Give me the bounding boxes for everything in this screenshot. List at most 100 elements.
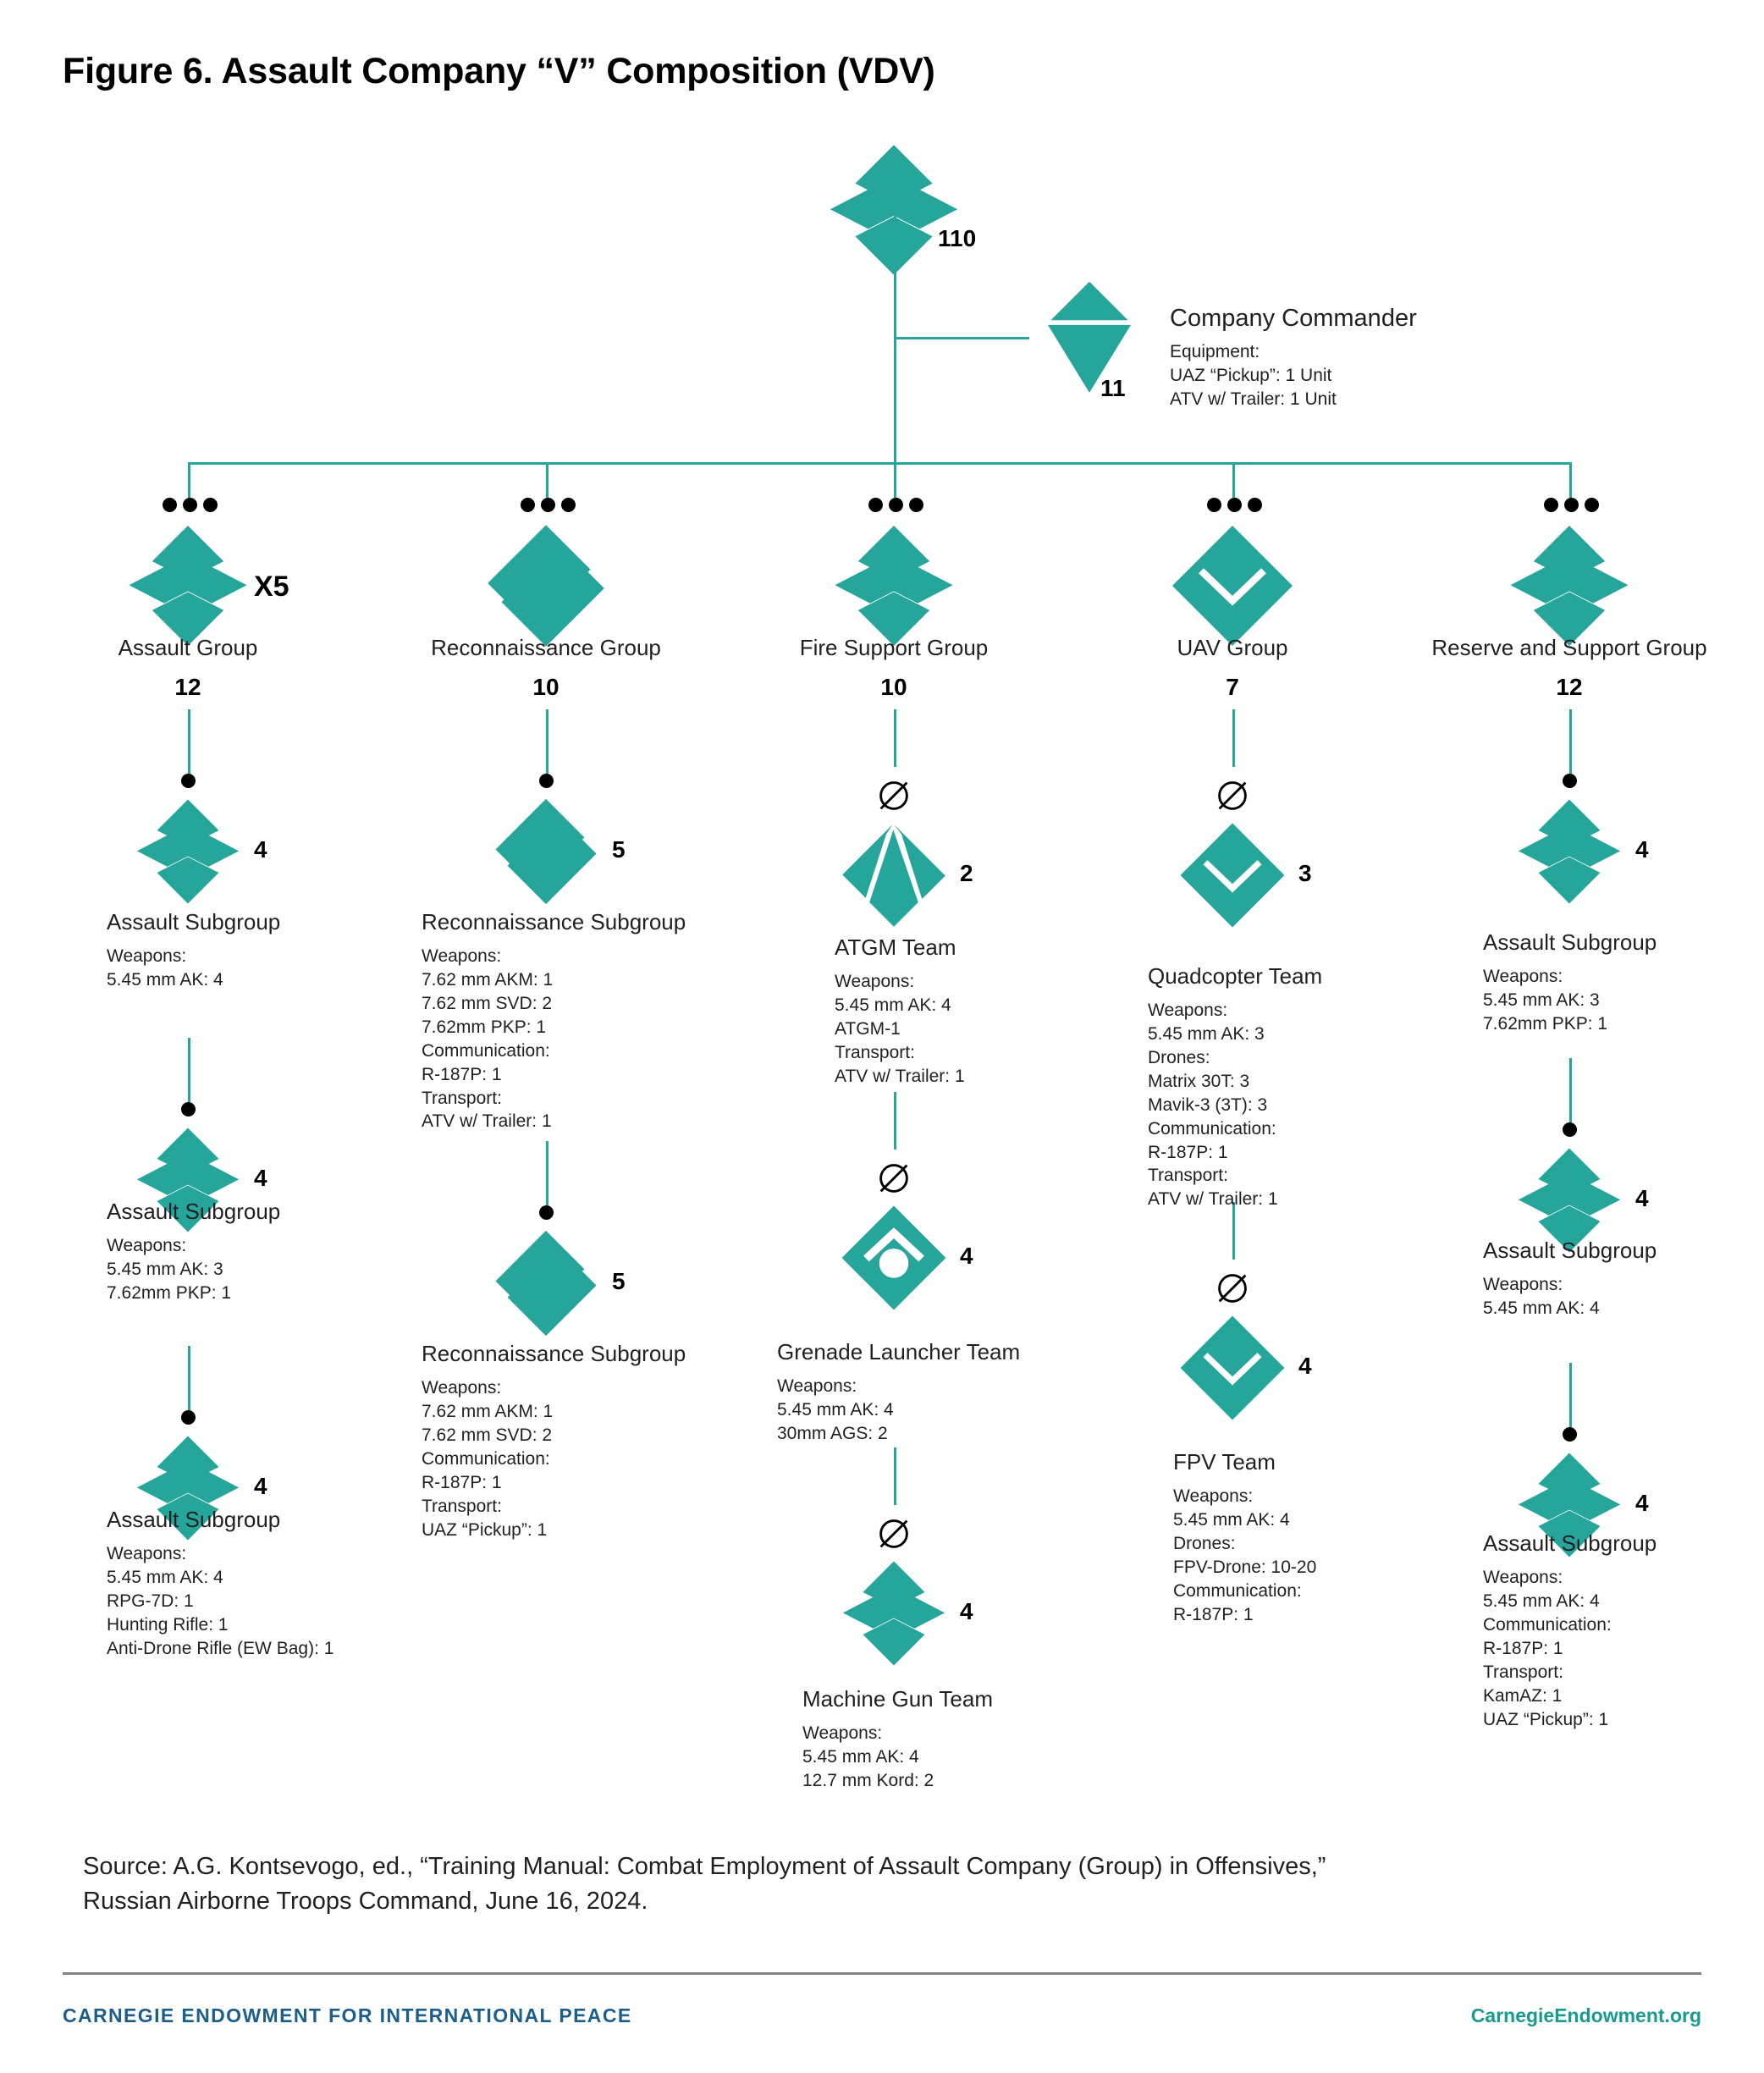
node-symbol-machine-gun-team[interactable] (840, 1559, 948, 1668)
node-details-assault-subgroup-2: Weapons: 5.45 mm AK: 3 7.62mm PKP: 1 (107, 1236, 232, 1303)
node-symbol-fpv-team[interactable] (1178, 1314, 1287, 1422)
group-strength-reserve-support: 12 (1556, 674, 1583, 700)
group-symbol-reserve-support[interactable] (1507, 523, 1632, 648)
uav-chevron-diamond-icon (1180, 1315, 1285, 1420)
node-symbol-quadcopter-team[interactable] (1178, 821, 1287, 929)
node-details-assault-subgroup-3: Weapons: 5.45 mm AK: 4 RPG-7D: 1 Hunting… (107, 1544, 334, 1658)
atgm-arrow-diamond-icon (842, 824, 945, 927)
node-details-grenade-launcher-team: Weapons: 5.45 mm AK: 4 30mm AGS: 2 (777, 1376, 894, 1443)
commander-details: Equipment: UAZ “Pickup”: 1 Unit ATV w/ T… (1170, 342, 1337, 409)
node-details-recon-subgroup-1: Weapons: 7.62 mm AKM: 1 7.62 mm SVD: 2 7… (422, 946, 554, 1132)
connector-col2-1 (546, 709, 548, 774)
group-strength-assault: 12 (174, 674, 201, 700)
node-symbol-recon-subgroup-2[interactable] (492, 1229, 600, 1337)
connector-col1-3 (188, 1346, 190, 1410)
echelon-dot-squad (1563, 1122, 1577, 1137)
node-strength-assault-subgroup-1: 4 (254, 836, 267, 863)
commander-symbol[interactable] (1031, 279, 1148, 396)
x-cross-diamond-icon (1518, 1453, 1621, 1558)
node-details-quadcopter-team: Weapons: 5.45 mm AK: 3 Drones: Matrix 30… (1148, 1001, 1278, 1210)
node-title-reserve-subgroup-2: Assault Subgroup (1483, 1238, 1657, 1263)
node-symbol-atgm-team[interactable] (840, 821, 948, 929)
recon-slash-diamond-icon (495, 798, 597, 905)
x-cross-diamond-icon (136, 1127, 240, 1232)
node-details-reserve-subgroup-2: Weapons: 5.45 mm AK: 4 (1483, 1275, 1600, 1318)
group-symbol-fire-support[interactable] (831, 523, 956, 648)
x-cross-diamond-icon (129, 525, 247, 647)
commander-title: Company Commander (1170, 305, 1417, 332)
node-strength-reserve-subgroup-3: 4 (1635, 1490, 1649, 1516)
connector-drop-col2 (546, 462, 548, 498)
node-title-recon-subgroup-1: Reconnaissance Subgroup (422, 909, 686, 935)
node-details-machine-gun-team: Weapons: 5.45 mm AK: 4 12.7 mm Kord: 2 (802, 1723, 934, 1790)
group-strength-fire-support: 10 (880, 674, 907, 700)
node-strength-atgm-team: 2 (960, 860, 973, 886)
node-strength-reserve-subgroup-1: 4 (1635, 836, 1649, 863)
node-strength-recon-subgroup-2: 5 (612, 1268, 626, 1294)
connector-col5-3 (1569, 1363, 1572, 1427)
echelon-dot-squad (1563, 774, 1577, 788)
group-title-assault: Assault Group (118, 635, 258, 660)
x-cross-diamond-icon (136, 1436, 240, 1541)
node-details-reserve-subgroup-3: Weapons: 5.45 mm AK: 4 Communication: R-… (1483, 1568, 1612, 1729)
echelon-dot-squad (539, 774, 554, 788)
node-title-assault-subgroup-1: Assault Subgroup (107, 909, 281, 935)
node-title-machine-gun-team: Machine Gun Team (802, 1686, 993, 1712)
node-details-reserve-subgroup-1: Weapons: 5.45 mm AK: 3 7.62mm PKP: 1 (1483, 967, 1608, 1034)
connector-col5-2 (1569, 1058, 1572, 1122)
node-title-assault-subgroup-3: Assault Subgroup (107, 1507, 281, 1532)
node-symbol-assault-subgroup-3[interactable] (134, 1434, 242, 1542)
x-cross-diamond-icon (835, 525, 953, 647)
source-note: Source: A.G. Kontsevogo, ed., “Training … (83, 1853, 1326, 1916)
null-mark-icon (1214, 777, 1251, 814)
node-strength-assault-subgroup-3: 4 (254, 1473, 267, 1499)
hq-bar-diamond-icon (1048, 281, 1131, 393)
echelon-dots-platoon (868, 498, 923, 512)
node-title-atgm-team: ATGM Team (835, 935, 956, 960)
node-symbol-reserve-subgroup-1[interactable] (1515, 797, 1623, 906)
website-link[interactable]: CarnegieEndowment.org (1470, 2004, 1701, 2026)
connector-commander-branch (894, 337, 1029, 339)
null-mark-icon (875, 1515, 912, 1552)
group-symbol-assault[interactable] (125, 523, 251, 648)
group-strength-uav: 7 (1226, 674, 1239, 700)
echelon-dot-squad (181, 1410, 196, 1425)
node-symbol-grenade-launcher-team[interactable] (840, 1204, 948, 1312)
uav-chevron-diamond-icon (1171, 525, 1293, 647)
node-symbol-assault-subgroup-2[interactable] (134, 1126, 242, 1234)
node-symbol-reserve-subgroup-3[interactable] (1515, 1451, 1623, 1559)
echelon-dot-squad (1563, 1427, 1577, 1442)
echelon-dots-platoon (1207, 498, 1262, 512)
connector-col3-2 (894, 1092, 896, 1150)
node-title-fpv-team: FPV Team (1173, 1449, 1276, 1475)
node-symbol-reserve-subgroup-2[interactable] (1515, 1146, 1623, 1254)
node-details-recon-subgroup-2: Weapons: 7.62 mm AKM: 1 7.62 mm SVD: 2 C… (422, 1378, 554, 1540)
commander-strength: 11 (1100, 375, 1126, 401)
connector-col5-1 (1569, 709, 1572, 774)
connector-col3-3 (894, 1447, 896, 1505)
connector-drop-col3 (894, 462, 896, 498)
node-symbol-recon-subgroup-1[interactable] (492, 797, 600, 906)
grenade-launcher-diamond-icon (841, 1205, 946, 1310)
connector-col3-1 (894, 709, 896, 767)
null-mark-icon (875, 1160, 912, 1197)
node-title-reserve-subgroup-1: Assault Subgroup (1483, 929, 1657, 955)
root-strength: 110 (938, 225, 977, 251)
group-symbol-reconnaissance[interactable] (483, 523, 609, 648)
root-company-symbol[interactable] (826, 142, 962, 278)
organization-name: CARNEGIE ENDOWMENT FOR INTERNATIONAL PEA… (63, 2004, 632, 2026)
node-symbol-assault-subgroup-1[interactable] (134, 797, 242, 906)
x-cross-diamond-icon (842, 1561, 945, 1666)
node-title-reserve-subgroup-3: Assault Subgroup (1483, 1530, 1657, 1556)
recon-slash-diamond-icon (495, 1230, 597, 1337)
connector-col4-2 (1232, 1202, 1235, 1260)
null-mark-icon (875, 777, 912, 814)
group-title-fire-support: Fire Support Group (799, 635, 989, 660)
company-x-diamond-icon (830, 145, 958, 275)
connector-col2-2 (546, 1141, 548, 1205)
node-strength-grenade-launcher-team: 4 (960, 1243, 973, 1269)
group-symbol-uav[interactable] (1170, 523, 1295, 648)
recon-slash-diamond-icon (488, 525, 604, 647)
group-title-reserve-support: Reserve and Support Group (1431, 635, 1707, 660)
